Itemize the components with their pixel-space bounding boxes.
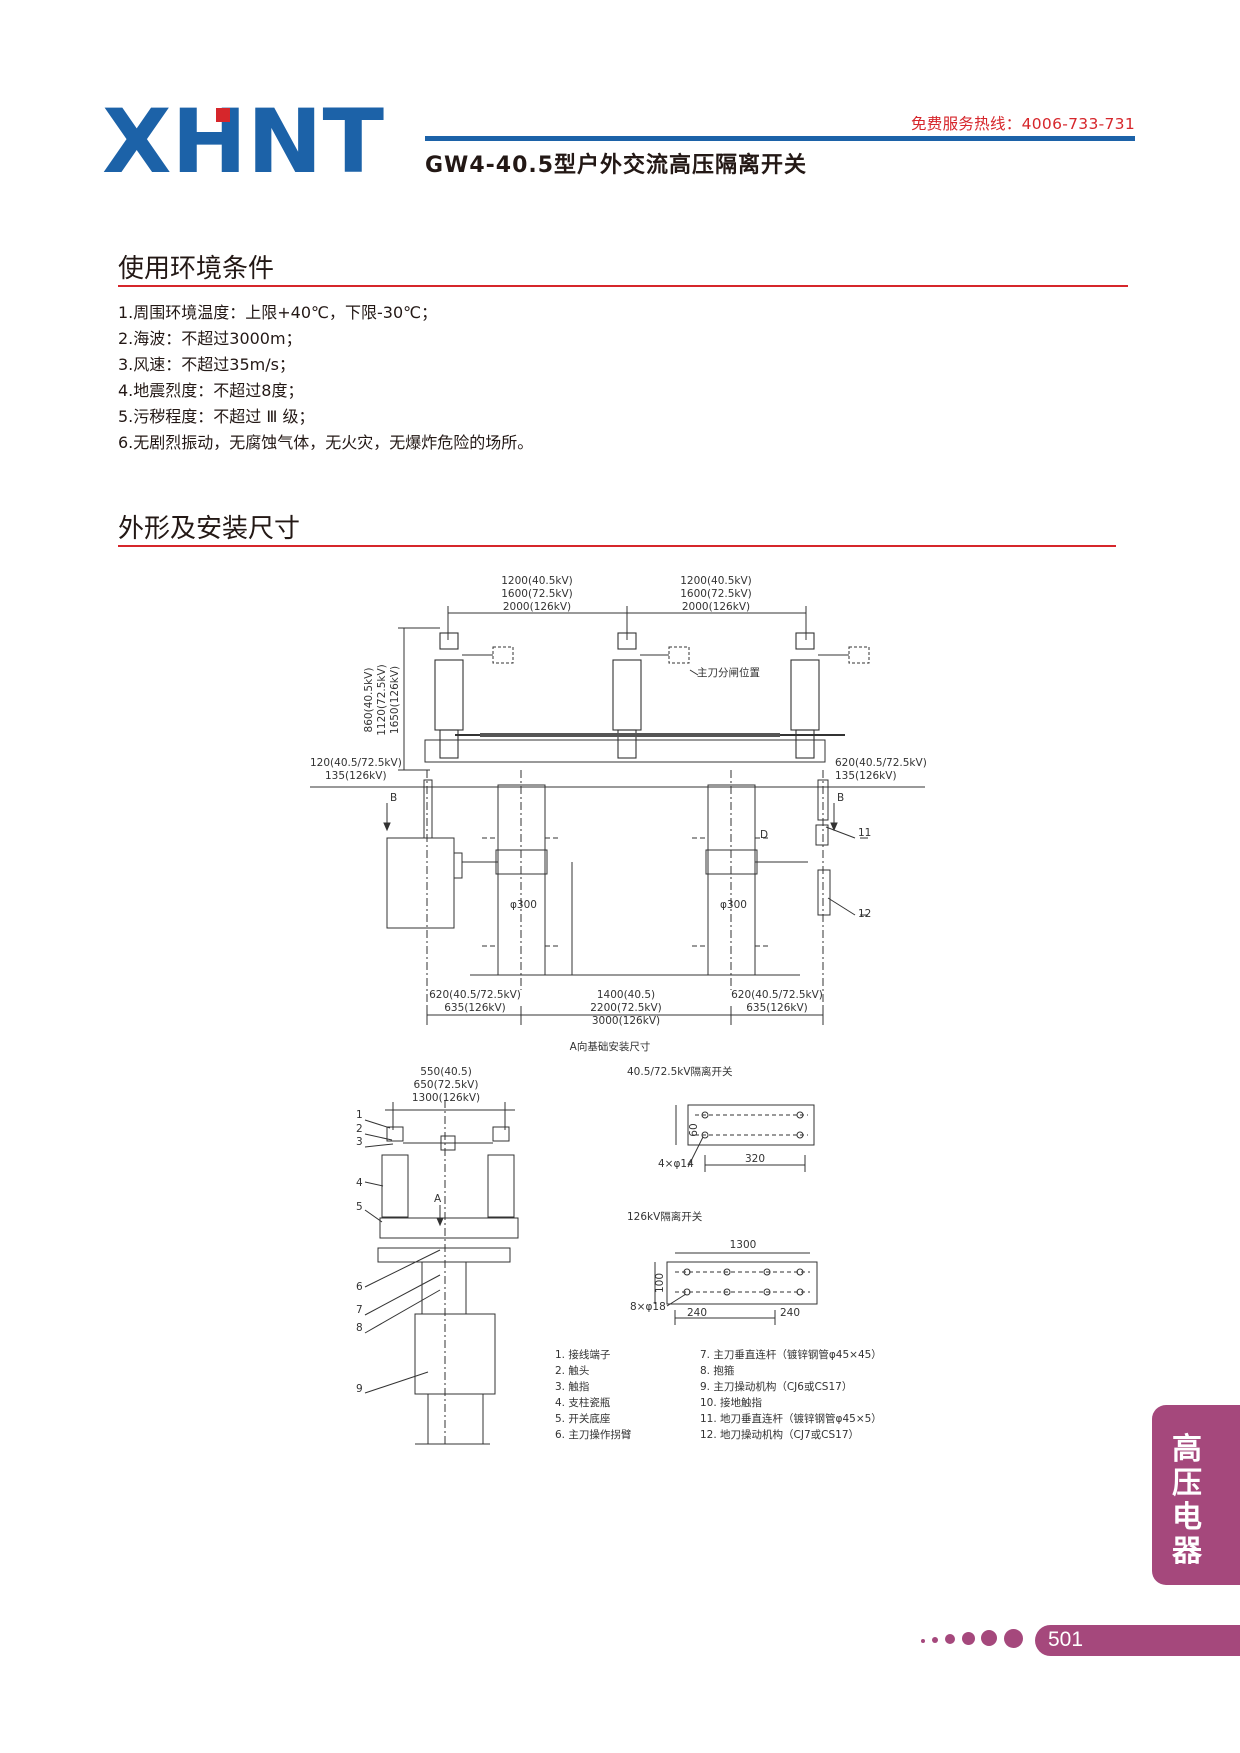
section-rule	[118, 285, 1128, 287]
condition-item: 6.无剧烈振动，无腐蚀气体，无火灾，无爆炸危险的场所。	[118, 433, 534, 452]
logo-icon: XHNT	[102, 90, 384, 193]
dim-label: 135(126kV)	[325, 770, 387, 782]
view-a-label: A	[434, 1193, 442, 1205]
category-tab-label: 高压电器	[1152, 1433, 1222, 1569]
callout-label: 6	[356, 1281, 363, 1293]
dim-label: 2000(126kV)	[682, 601, 750, 613]
callout-label: 8	[356, 1322, 363, 1334]
legend-item: 10. 接地触指	[700, 1396, 763, 1409]
dim-label: 3000(126kV)	[592, 1015, 660, 1027]
legend-item: 5. 开关底座	[555, 1412, 610, 1425]
legend-item: 6. 主刀操作拐臂	[555, 1428, 632, 1441]
plate-405-label: 40.5/72.5kV隔离开关	[627, 1065, 733, 1078]
dim-label: 1600(72.5kV)	[680, 588, 752, 600]
legend-item: 8. 抱箍	[700, 1364, 735, 1377]
dim-label: 620(40.5/72.5kV)	[835, 757, 927, 769]
dim-label: 60	[688, 1123, 700, 1136]
legend-item: 9. 主刀操动机构（CJ6或CS17）	[700, 1380, 852, 1393]
view-d-label: D	[760, 829, 768, 841]
legend-item: 1. 接线端子	[555, 1348, 610, 1361]
height-dim-label: 1650(126kV)	[389, 666, 401, 734]
diameter-label: φ300	[510, 899, 537, 911]
callout-label: 3	[356, 1136, 363, 1148]
holes-label: 8×φ18	[630, 1301, 666, 1313]
legend-item: 2. 触头	[555, 1364, 589, 1377]
legend-item: 3. 触指	[555, 1380, 590, 1393]
dim-label: 650(72.5kV)	[414, 1079, 479, 1091]
brand-logo: XHNT	[100, 90, 390, 193]
dim-label: 135(126kV)	[835, 770, 897, 782]
dim-label: 240	[780, 1307, 800, 1319]
dim-label: 2200(72.5kV)	[590, 1002, 662, 1014]
environment-conditions-list: 1.周围环境温度：上限+40℃，下限-30℃； 2.海波：不超过3000m； 3…	[118, 300, 533, 456]
front-view	[310, 606, 925, 1025]
dim-label: 240	[687, 1307, 707, 1319]
condition-item: 5.污秽程度：不超过 Ⅲ 级；	[118, 407, 315, 426]
plate-126	[654, 1252, 818, 1325]
dim-label: 635(126kV)	[746, 1002, 808, 1014]
plate-126-label: 126kV隔离开关	[627, 1210, 703, 1223]
dim-label: 1300(126kV)	[412, 1092, 480, 1104]
service-hotline: 免费服务热线：4006-733-731	[910, 115, 1135, 133]
view-a-caption: A向基础安装尺寸	[570, 1040, 651, 1053]
callout-label: 1	[356, 1109, 363, 1121]
product-title: GW4-40.5型户外交流高压隔离开关	[425, 153, 808, 178]
dim-label: 635(126kV)	[444, 1002, 506, 1014]
header-rule	[425, 136, 1135, 141]
callout-label: 12	[858, 908, 871, 920]
section-rule	[118, 545, 1116, 547]
dim-label: 1300	[730, 1239, 757, 1251]
dim-label: 320	[745, 1153, 765, 1165]
section-b-label: B	[837, 792, 844, 804]
logo-red-dot	[216, 108, 230, 122]
category-tab: 高压电器	[1152, 1405, 1240, 1585]
condition-item: 2.海波：不超过3000m；	[118, 329, 302, 348]
open-position-label: 主刀分闸位置	[697, 666, 760, 679]
condition-item: 4.地震烈度：不超过8度；	[118, 381, 304, 400]
callout-label: 7	[356, 1304, 363, 1316]
dim-label: 2000(126kV)	[503, 601, 571, 613]
holes-label: 4×φ14	[658, 1158, 694, 1170]
drawing-labels: 1200(40.5kV) 1600(72.5kV) 2000(126kV) 12…	[310, 575, 927, 1441]
dim-label: 1200(40.5kV)	[680, 575, 752, 587]
technical-drawing: 1200(40.5kV) 1600(72.5kV) 2000(126kV) 12…	[310, 575, 927, 1445]
condition-item: 3.风速：不超过35m/s；	[118, 355, 295, 374]
callout-label: 9	[356, 1383, 363, 1395]
dim-label: 1200(40.5kV)	[501, 575, 573, 587]
condition-item: 1.周围环境温度：上限+40℃，下限-30℃；	[118, 303, 438, 322]
callout-label: 4	[356, 1177, 363, 1189]
dim-label: 1600(72.5kV)	[501, 588, 573, 600]
legend-item: 11. 地刀垂直连杆（镀锌钢管φ45×5）	[700, 1412, 882, 1425]
height-dim-label: 860(40.5kV)	[363, 668, 375, 733]
category-tab-text: 高压电器	[1172, 1432, 1202, 1569]
callout-label: 5	[356, 1201, 363, 1213]
logo-text: XHNT	[102, 100, 384, 180]
legend-item: 4. 支柱瓷瓶	[555, 1396, 611, 1409]
dim-label: 620(40.5/72.5kV)	[731, 989, 823, 1001]
legend-item: 7. 主刀垂直连杆（镀锌钢管φ45×45）	[700, 1348, 882, 1361]
dim-label: 620(40.5/72.5kV)	[429, 989, 521, 1001]
dim-label: 550(40.5)	[420, 1066, 472, 1078]
section-heading-dimensions: 外形及安装尺寸	[118, 514, 301, 544]
diameter-label: φ300	[720, 899, 747, 911]
height-dim-label: 1120(72.5kV)	[376, 664, 388, 736]
callout-label: 11	[858, 827, 871, 839]
section-b-label: B	[390, 792, 397, 804]
dim-label: 120(40.5/72.5kV)	[310, 757, 402, 769]
section-heading-environment: 使用环境条件	[118, 254, 275, 284]
side-view	[364, 1100, 519, 1445]
page-number-badge: 501	[1035, 1625, 1240, 1656]
dim-label: 1400(40.5)	[597, 989, 655, 1001]
callout-label: 2	[356, 1123, 363, 1135]
legend-item: 12. 地刀操动机构（CJ7或CS17）	[700, 1428, 859, 1441]
page-number: 501	[1048, 1628, 1084, 1651]
plate-405	[675, 1104, 815, 1172]
dim-label: 100	[654, 1273, 666, 1293]
